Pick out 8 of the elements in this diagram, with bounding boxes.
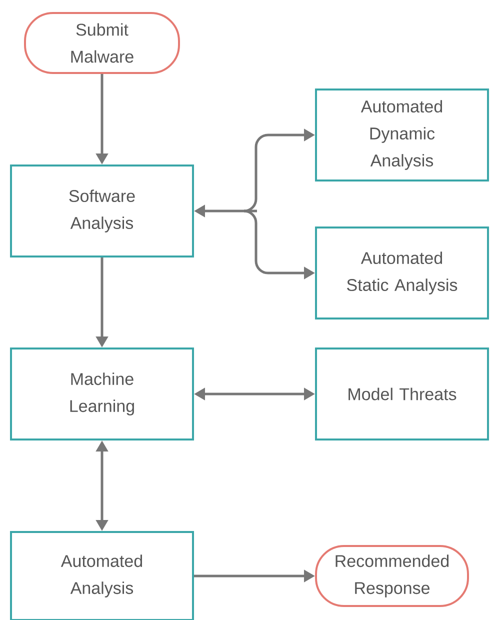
terminal-box: Submit Malware	[24, 12, 180, 74]
terminal-box: Recommended Response	[315, 545, 469, 607]
process-box: Automated Dynamic Analysis	[315, 88, 489, 182]
process-box: Automated Analysis	[10, 531, 194, 620]
process-box: Machine Learning	[10, 348, 194, 440]
process-box: Automated Static Analysis	[315, 226, 489, 320]
process-box: Software Analysis	[10, 164, 194, 258]
process-box: Model Threats	[315, 348, 489, 440]
